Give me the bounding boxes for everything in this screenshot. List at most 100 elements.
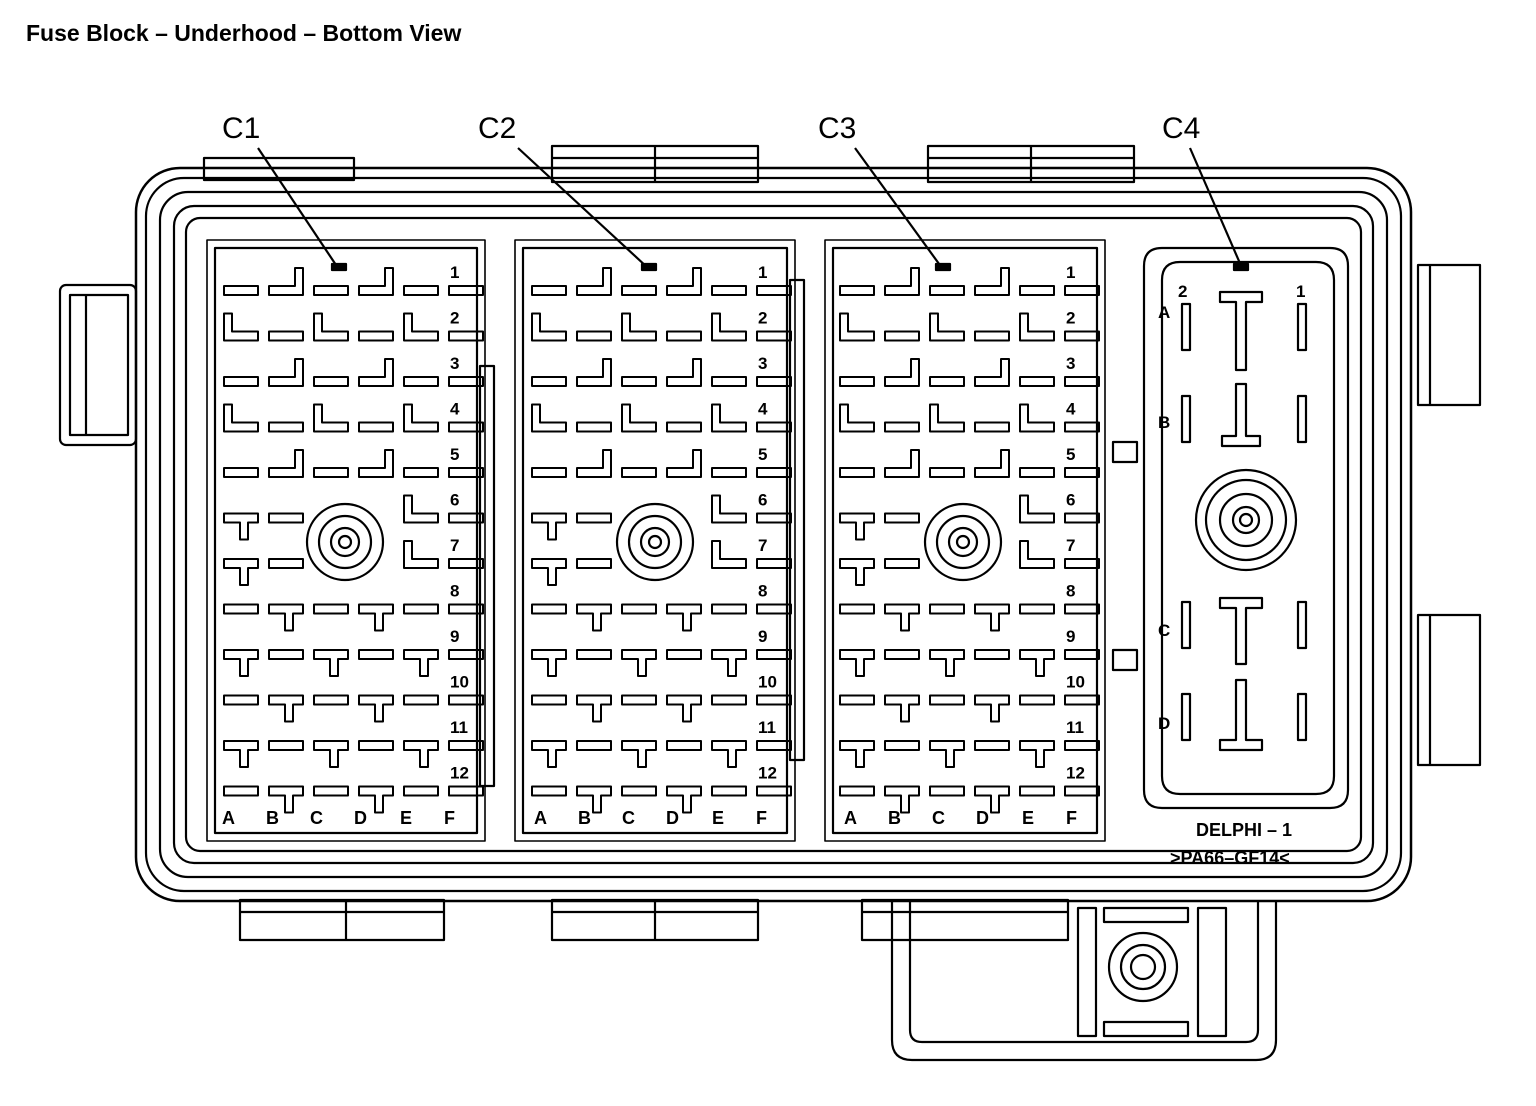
terminal-cavity xyxy=(448,285,484,296)
terminal-cavity xyxy=(448,512,484,524)
terminal-cavity xyxy=(358,330,394,342)
terminal-cavity xyxy=(313,312,349,342)
terminal-cavity xyxy=(666,785,702,814)
terminal-cavity xyxy=(448,421,484,433)
terminal-cavity xyxy=(268,694,304,723)
column-letter-c1: B xyxy=(266,808,279,828)
terminal-cavity xyxy=(1064,603,1100,615)
terminal-cavity xyxy=(576,785,612,814)
terminal-cavity xyxy=(884,421,920,433)
terminal-cavity xyxy=(531,403,567,433)
terminal-cavity xyxy=(974,740,1010,751)
terminal-cavity xyxy=(403,740,439,768)
terminal-cavity xyxy=(576,267,612,296)
terminal-cavity xyxy=(403,285,439,296)
terminal-cavity xyxy=(974,421,1010,433)
column-letter-c1: C xyxy=(310,808,323,828)
terminal-cavity xyxy=(839,558,875,586)
terminal-cavity xyxy=(1064,285,1100,296)
callout-c3: C3 xyxy=(818,112,856,145)
terminal-cavity xyxy=(223,312,259,342)
terminal-cavity xyxy=(929,467,965,478)
housing-clips xyxy=(58,144,1482,1062)
terminal-cavity xyxy=(358,649,394,660)
row-number-c2: 7 xyxy=(758,536,767,555)
page-title: Fuse Block – Underhood – Bottom View xyxy=(26,20,462,46)
terminal-cavity xyxy=(839,467,875,478)
terminal-cavity xyxy=(711,376,747,387)
terminal-cavity xyxy=(756,740,792,751)
terminal-cavity xyxy=(974,694,1010,723)
terminal-cavity xyxy=(313,403,349,433)
terminal-cavity xyxy=(1064,376,1100,387)
column-letter-c3: B xyxy=(888,808,901,828)
c4-row-letter: B xyxy=(1158,413,1170,432)
terminal-cavity xyxy=(403,603,439,615)
row-number-c2: 10 xyxy=(758,673,777,692)
terminal-cavity xyxy=(621,740,657,768)
terminal-cavity xyxy=(268,449,304,478)
terminal-cavity xyxy=(576,330,612,342)
row-number-c2: 2 xyxy=(758,309,767,328)
terminal-cavity xyxy=(839,376,875,387)
terminal-cavity xyxy=(576,649,612,660)
row-number-c1: 4 xyxy=(450,400,460,419)
terminal-cavity xyxy=(666,449,702,478)
terminal-cavity xyxy=(358,358,394,387)
terminal-cavity xyxy=(223,467,259,478)
terminal-cavity xyxy=(358,740,394,751)
terminal-cavity xyxy=(358,785,394,814)
terminal-cavity xyxy=(839,694,875,706)
terminal-cavity xyxy=(1019,694,1055,706)
row-number-c3: 2 xyxy=(1066,309,1075,328)
row-number-c2: 11 xyxy=(758,718,776,737)
terminal-cavity xyxy=(884,512,920,524)
terminal-cavity xyxy=(1019,467,1055,478)
terminal-cavity xyxy=(884,449,920,478)
row-number-c1: 6 xyxy=(450,491,459,510)
terminal-cavity xyxy=(974,267,1010,296)
terminal-cavity xyxy=(711,312,747,342)
terminal-cavity xyxy=(1064,421,1100,433)
terminal-cavity xyxy=(666,267,702,296)
terminal-cavity xyxy=(223,376,259,387)
terminal-cavity xyxy=(929,312,965,342)
column-letter-c3: F xyxy=(1066,808,1077,828)
terminal-cavity xyxy=(756,649,792,660)
terminal-cavity xyxy=(576,603,612,632)
terminal-cavity xyxy=(1019,285,1055,296)
terminal-cavity xyxy=(223,740,259,768)
c4-row-letter: D xyxy=(1158,714,1170,733)
row-number-c2: 3 xyxy=(758,354,767,373)
row-number-c1: 1 xyxy=(450,263,459,282)
row-number-c2: 6 xyxy=(758,491,767,510)
terminal-cavity xyxy=(531,467,567,478)
terminal-cavity xyxy=(621,403,657,433)
row-number-c3: 9 xyxy=(1066,627,1075,646)
terminal-cavity xyxy=(884,330,920,342)
terminal-cavity xyxy=(531,603,567,615)
terminal-cavity xyxy=(531,312,567,342)
terminal-cavity xyxy=(974,330,1010,342)
terminal-cavity xyxy=(839,740,875,768)
terminal-cavity xyxy=(531,558,567,586)
terminal-cavity xyxy=(403,540,439,569)
manufacturer-marking: DELPHI – 1 xyxy=(1196,820,1292,840)
terminal-cavity xyxy=(313,785,349,797)
terminal-cavity xyxy=(313,467,349,478)
terminal-cavity xyxy=(313,740,349,768)
terminal-cavity xyxy=(756,603,792,615)
connector-c3-body xyxy=(824,239,1139,842)
terminal-cavity xyxy=(711,467,747,478)
terminal-cavity xyxy=(1019,312,1055,342)
terminal-cavity xyxy=(929,285,965,296)
terminal-cavity xyxy=(929,785,965,797)
terminal-cavity xyxy=(403,649,439,677)
column-letter-c1: E xyxy=(400,808,412,828)
terminal-cavity xyxy=(403,785,439,797)
terminal-cavity xyxy=(1064,558,1100,569)
row-number-c3: 3 xyxy=(1066,354,1075,373)
terminal-cavity xyxy=(666,740,702,751)
row-number-c3: 11 xyxy=(1066,718,1084,737)
column-letter-c2: B xyxy=(578,808,591,828)
